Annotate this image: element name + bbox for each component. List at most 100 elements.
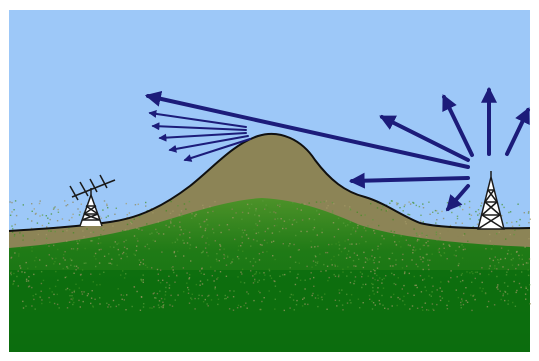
ground-speckle bbox=[26, 262, 27, 263]
ground-speckle bbox=[413, 202, 414, 203]
ground-speckle bbox=[174, 251, 175, 252]
ground-speckle bbox=[83, 301, 84, 302]
ground-speckle bbox=[383, 288, 384, 289]
ground-speckle bbox=[160, 282, 161, 283]
ground-speckle bbox=[437, 213, 438, 214]
ground-speckle bbox=[352, 229, 353, 230]
ground-speckle bbox=[42, 214, 43, 215]
ground-speckle bbox=[118, 288, 119, 289]
ground-speckle bbox=[317, 306, 318, 307]
ground-speckle bbox=[55, 231, 56, 232]
ground-speckle bbox=[140, 262, 141, 263]
ground-speckle bbox=[498, 259, 499, 260]
ground-speckle bbox=[143, 259, 144, 260]
ground-speckle bbox=[271, 241, 272, 242]
ground-speckle bbox=[212, 211, 213, 212]
ground-speckle bbox=[220, 232, 221, 233]
ground-speckle bbox=[136, 228, 137, 229]
ground-speckle bbox=[327, 280, 328, 281]
ground-speckle bbox=[136, 291, 137, 292]
ground-speckle bbox=[35, 294, 36, 295]
ground-speckle bbox=[153, 240, 154, 241]
ground-speckle bbox=[116, 208, 117, 209]
ground-speckle bbox=[18, 285, 19, 286]
ground-speckle bbox=[67, 307, 68, 308]
ground-speckle bbox=[181, 215, 182, 216]
ground-speckle bbox=[370, 203, 371, 204]
ground-speckle bbox=[214, 212, 215, 213]
ground-speckle bbox=[282, 228, 283, 229]
ground-speckle bbox=[163, 233, 164, 234]
ground-speckle bbox=[479, 287, 480, 288]
ground-speckle bbox=[440, 254, 441, 255]
ground-speckle bbox=[336, 305, 337, 306]
ground-speckle bbox=[357, 225, 358, 226]
ground-speckle bbox=[437, 289, 438, 290]
ground-speckle bbox=[327, 252, 328, 253]
ground-speckle bbox=[169, 304, 170, 305]
ground-speckle bbox=[465, 234, 466, 235]
ground-speckle bbox=[254, 229, 255, 230]
ground-speckle bbox=[334, 236, 335, 237]
ground-speckle bbox=[508, 269, 509, 270]
ground-speckle bbox=[422, 261, 423, 262]
ground-speckle bbox=[146, 223, 147, 224]
ground-speckle bbox=[435, 222, 436, 223]
ground-speckle bbox=[205, 299, 206, 300]
ground-speckle bbox=[85, 248, 86, 249]
ground-speckle bbox=[227, 224, 228, 225]
ground-speckle bbox=[423, 207, 424, 208]
ground-speckle bbox=[183, 291, 184, 292]
ground-speckle bbox=[511, 222, 512, 223]
ground-speckle bbox=[103, 228, 104, 229]
ground-speckle bbox=[50, 231, 51, 232]
ground-speckle bbox=[427, 259, 428, 260]
ground-speckle bbox=[143, 279, 144, 280]
ground-speckle bbox=[160, 270, 161, 271]
ground-speckle bbox=[409, 273, 410, 274]
ground-speckle bbox=[325, 201, 326, 202]
ground-speckle bbox=[463, 293, 464, 294]
ground-speckle bbox=[108, 253, 109, 254]
ground-speckle bbox=[519, 219, 520, 220]
ground-speckle bbox=[174, 282, 175, 283]
ground-speckle bbox=[274, 219, 275, 220]
ground-speckle bbox=[379, 261, 380, 262]
ground-speckle bbox=[27, 268, 28, 269]
ground-speckle bbox=[405, 221, 406, 222]
ground-speckle bbox=[183, 267, 184, 268]
ground-speckle bbox=[413, 247, 414, 248]
ground-speckle bbox=[469, 218, 470, 219]
ground-speckle bbox=[469, 207, 470, 208]
ground-speckle bbox=[394, 241, 395, 242]
ground-speckle bbox=[18, 255, 19, 256]
ground-speckle bbox=[238, 245, 239, 246]
ground-speckle bbox=[377, 248, 378, 249]
ground-speckle bbox=[53, 209, 54, 210]
ground-speckle bbox=[31, 250, 32, 251]
ground-speckle bbox=[298, 211, 299, 212]
ground-speckle bbox=[471, 215, 472, 216]
ground-speckle bbox=[116, 243, 117, 244]
ground-speckle bbox=[143, 274, 144, 275]
ground-speckle bbox=[474, 299, 475, 300]
ground-speckle bbox=[154, 292, 155, 293]
ground-speckle bbox=[438, 249, 439, 250]
ground-speckle bbox=[320, 271, 321, 272]
ground-speckle bbox=[172, 242, 173, 243]
ground-speckle bbox=[310, 241, 311, 242]
ground-speckle bbox=[372, 308, 373, 309]
ground-speckle bbox=[139, 264, 140, 265]
ground-speckle bbox=[362, 284, 363, 285]
ground-speckle bbox=[357, 212, 358, 213]
ground-speckle bbox=[314, 225, 315, 226]
ground-speckle bbox=[396, 204, 397, 205]
ground-speckle bbox=[107, 207, 108, 208]
ground-speckle bbox=[279, 204, 280, 205]
ground-speckle bbox=[41, 303, 42, 304]
ground-speckle bbox=[26, 279, 27, 280]
ground-speckle bbox=[179, 234, 180, 235]
ground-speckle bbox=[506, 222, 507, 223]
ground-speckle bbox=[320, 202, 321, 203]
ground-speckle bbox=[407, 293, 408, 294]
